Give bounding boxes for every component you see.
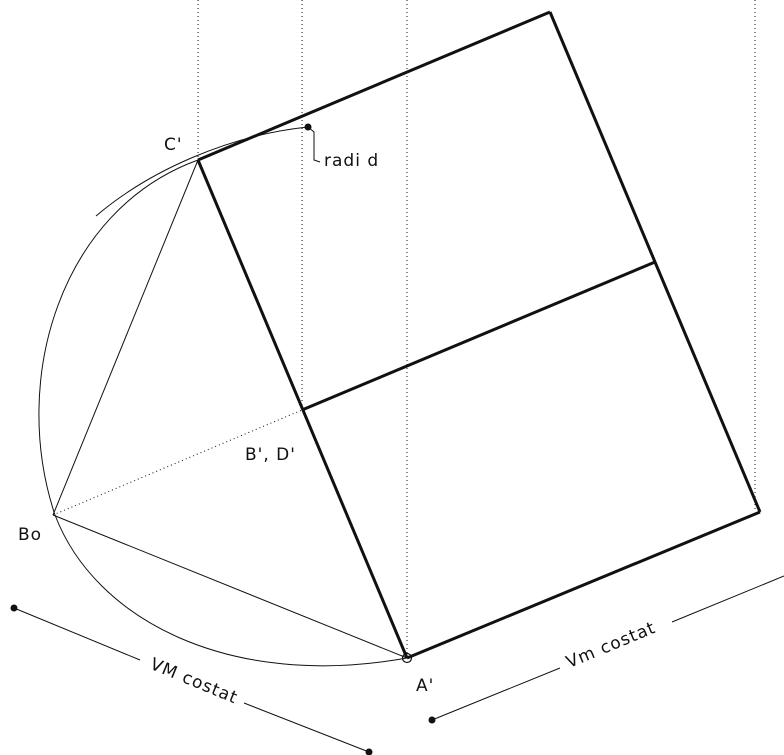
edge-c-bo <box>52 159 199 516</box>
dimension-vm-large-line-b <box>671 575 784 623</box>
projection-lines <box>197 0 756 658</box>
construction-arc <box>38 159 408 667</box>
label-a-prime: A' <box>416 676 434 696</box>
label-radi: radi d <box>324 151 379 171</box>
point-a-marker <box>401 652 413 664</box>
edge-bo-a <box>52 514 408 659</box>
prism <box>196 10 762 660</box>
prism-edge-c-top <box>197 10 551 162</box>
dimension-vm-small-line-b <box>243 702 370 753</box>
dimension-vm-small-line-a <box>13 607 141 661</box>
dimension-vm-large-start <box>428 716 436 724</box>
dimension-vm-small-start <box>10 604 18 612</box>
label-vm-small: VM costat <box>147 654 241 708</box>
dimension-vm-large-line-a <box>431 667 561 721</box>
dimension-vm-small: VM costat <box>10 604 373 755</box>
label-c-prime: C' <box>164 135 183 155</box>
dimension-vm-small-end <box>365 748 373 755</box>
label-bo: Bo <box>18 525 42 545</box>
dimension-vm-large: Vm costat <box>428 575 784 724</box>
label-b-d-prime: B', D' <box>245 445 296 465</box>
prism-edge-middle <box>301 260 656 412</box>
prism-edge-a-bottom <box>406 510 761 660</box>
radius-arc <box>95 126 309 217</box>
label-vm-large: Vm costat <box>563 618 658 673</box>
radi-leader <box>307 126 321 163</box>
